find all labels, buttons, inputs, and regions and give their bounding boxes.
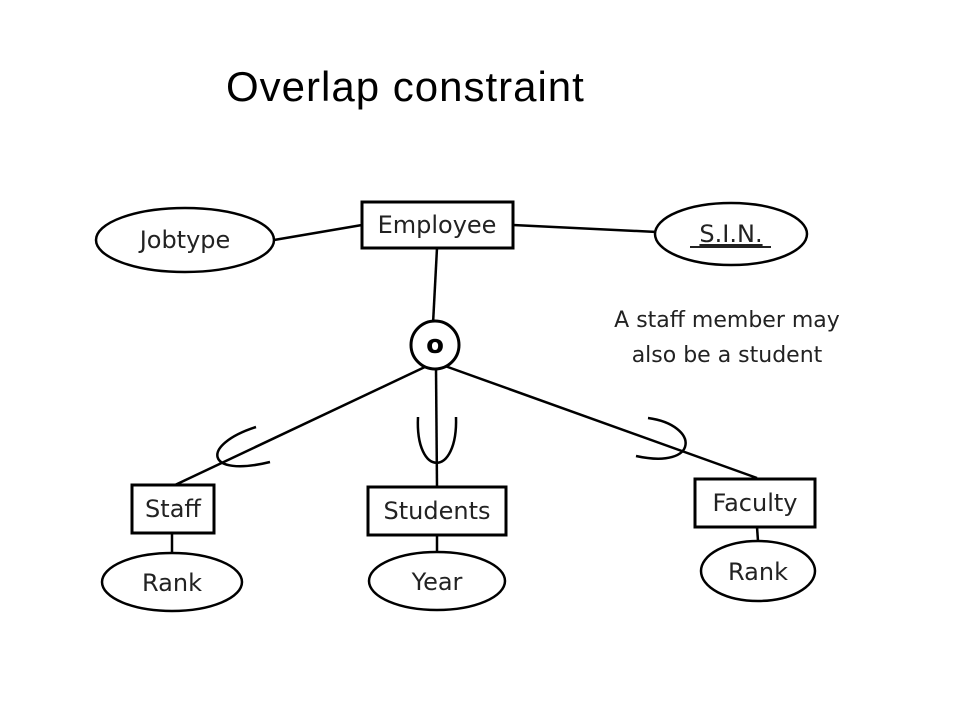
entity-faculty[interactable]: Faculty: [693, 477, 817, 529]
attribute-staff-rank-label: Rank: [142, 569, 202, 597]
line-circle-students: [434, 367, 439, 488]
overlap-symbol: o: [426, 330, 444, 360]
line-faculty-rank: [755, 526, 760, 542]
note-line-1: A staff member may: [614, 308, 840, 333]
subset-arc-faculty: [635, 416, 687, 460]
entity-students[interactable]: Students: [366, 485, 508, 537]
overlap-constraint-circle[interactable]: o: [409, 319, 461, 371]
note-line-2: also be a student: [632, 343, 823, 368]
entity-students-label: Students: [384, 497, 491, 525]
attribute-sin-label: S.I.N.: [699, 220, 762, 248]
entity-employee[interactable]: Employee: [360, 200, 515, 250]
line-circle-staff: [174, 364, 428, 487]
attribute-students-year[interactable]: Year: [367, 550, 507, 612]
attribute-jobtype[interactable]: Jobtype: [94, 206, 276, 274]
line-employee-sin: [512, 223, 658, 234]
entity-faculty-label: Faculty: [713, 489, 798, 517]
line-jobtype-employee: [273, 223, 363, 242]
entity-employee-label: Employee: [378, 211, 497, 239]
attribute-staff-rank[interactable]: Rank: [100, 551, 244, 613]
line-employee-circle: [431, 247, 439, 325]
subset-arc-staff: [216, 425, 271, 468]
entity-staff-label: Staff: [145, 495, 201, 523]
attribute-faculty-rank-label: Rank: [728, 558, 788, 586]
line-circle-faculty: [444, 364, 758, 480]
attribute-sin[interactable]: S.I.N.: [653, 201, 809, 267]
attribute-jobtype-label: Jobtype: [138, 226, 231, 254]
subset-arc-students: [416, 416, 458, 464]
attribute-faculty-rank[interactable]: Rank: [699, 539, 817, 603]
slide-title: Overlap constraint: [226, 63, 585, 110]
entity-staff[interactable]: Staff: [130, 483, 216, 535]
attribute-students-year-label: Year: [411, 568, 463, 596]
